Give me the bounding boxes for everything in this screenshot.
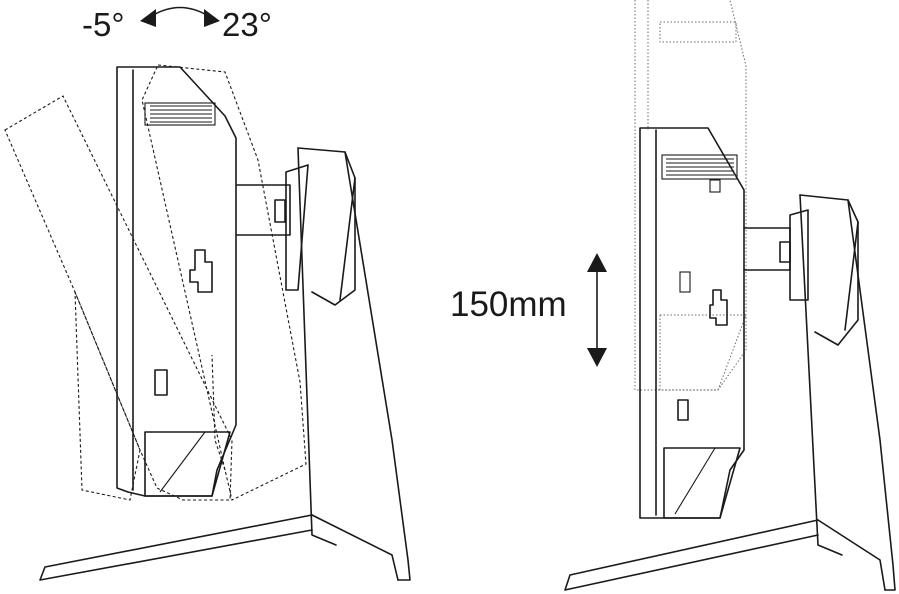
height-arrow-icon [587, 253, 607, 367]
tilt-min-label: -5° [82, 6, 125, 43]
vent-grille-icon [661, 154, 738, 180]
vent-grille-icon [144, 102, 216, 126]
height-range-label: 150mm [450, 285, 567, 324]
raised-position-outline [634, 0, 747, 391]
port-icon [154, 369, 168, 396]
monitor-tilt-body [116, 66, 237, 497]
tilt-max-label: 23° [222, 6, 272, 43]
tilt-back-outline [141, 64, 307, 501]
tilt-arrow-icon [140, 6, 220, 27]
tilt-forward-outline [4, 95, 233, 501]
monitor-height-body [639, 127, 745, 519]
stand-right [564, 194, 896, 591]
stand-left [39, 147, 411, 581]
port-icon [677, 399, 689, 421]
